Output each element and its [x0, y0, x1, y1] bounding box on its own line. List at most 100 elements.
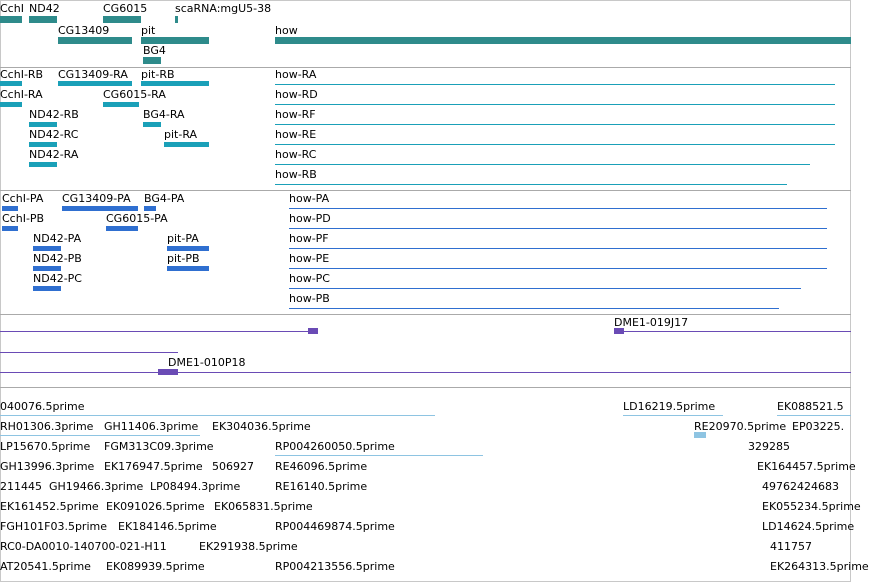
est-label[interactable]: GH11406.3prime — [104, 420, 199, 433]
est-label[interactable]: EK264313.5prime — [770, 560, 869, 573]
transcript-label[interactable]: CchI-RB — [0, 68, 44, 81]
est-label[interactable]: LD14624.5prime — [762, 520, 855, 533]
est-label[interactable]: RP004260050.5prime — [275, 440, 395, 453]
clone-label[interactable]: DME1-010P18 — [168, 356, 246, 369]
transcript-label[interactable]: ND42-RC — [29, 128, 79, 141]
est-feature[interactable] — [275, 455, 483, 456]
gene-feature[interactable] — [143, 57, 161, 64]
est-label[interactable]: RE20970.5prime — [694, 420, 787, 433]
protein-label[interactable]: CchI-PB — [2, 212, 45, 225]
protein-feature[interactable] — [62, 206, 138, 211]
est-label[interactable]: EP03225. — [792, 420, 845, 433]
transcript-feature[interactable] — [275, 144, 835, 145]
clone-feature[interactable] — [614, 328, 624, 334]
est-label[interactable]: EK304036.5prime — [212, 420, 311, 433]
est-label[interactable]: RC0-DA0010-140700-021-H11 — [0, 540, 167, 553]
transcript-feature[interactable] — [29, 162, 57, 167]
est-label[interactable]: LP08494.3prime — [150, 480, 241, 493]
est-label[interactable]: 411757 — [770, 540, 812, 553]
est-label[interactable]: LD16219.5prime — [623, 400, 716, 413]
est-label[interactable]: EK088521.5 — [777, 400, 844, 413]
est-label[interactable]: LP15670.5prime — [0, 440, 91, 453]
transcript-label[interactable]: CG6015-RA — [103, 88, 166, 101]
protein-label[interactable]: how-PD — [289, 212, 331, 225]
gene-feature[interactable] — [103, 16, 141, 23]
transcript-label[interactable]: how-RB — [275, 168, 317, 181]
est-label[interactable]: EK184146.5prime — [118, 520, 217, 533]
protein-label[interactable]: how-PF — [289, 232, 329, 245]
gene-feature[interactable] — [58, 37, 132, 44]
est-label[interactable]: EK291938.5prime — [199, 540, 298, 553]
protein-feature[interactable] — [144, 206, 156, 211]
transcript-label[interactable]: how-RC — [275, 148, 317, 161]
gene-label[interactable]: pit — [141, 24, 156, 37]
gene-label[interactable]: CG13409 — [58, 24, 110, 37]
est-feature[interactable] — [777, 415, 851, 416]
transcript-label[interactable]: pit-RA — [164, 128, 198, 141]
transcript-feature[interactable] — [58, 81, 132, 86]
protein-label[interactable]: CG6015-PA — [106, 212, 168, 225]
gene-label[interactable]: CchI — [0, 2, 24, 15]
protein-feature[interactable] — [289, 308, 779, 309]
protein-feature[interactable] — [33, 286, 61, 291]
transcript-label[interactable]: ND42-RB — [29, 108, 79, 121]
est-label[interactable]: 211445 — [0, 480, 42, 493]
est-label[interactable]: RE16140.5prime — [275, 480, 368, 493]
transcript-feature[interactable] — [275, 184, 787, 185]
protein-feature[interactable] — [289, 208, 827, 209]
transcript-label[interactable]: how-RD — [275, 88, 318, 101]
est-label[interactable]: EK055234.5prime — [762, 500, 861, 513]
clone-feature[interactable] — [0, 352, 178, 353]
est-label[interactable]: EK176947.5prime — [104, 460, 203, 473]
est-feature[interactable] — [0, 415, 435, 416]
gene-label[interactable]: scaRNA:mgU5-38 — [175, 2, 272, 15]
est-label[interactable]: AT20541.5prime — [0, 560, 91, 573]
gene-feature[interactable] — [141, 37, 209, 44]
transcript-feature[interactable] — [275, 104, 835, 105]
est-feature[interactable] — [623, 415, 723, 416]
protein-label[interactable]: pit-PB — [167, 252, 200, 265]
transcript-label[interactable]: CchI-RA — [0, 88, 43, 101]
est-label[interactable]: EK065831.5prime — [214, 500, 313, 513]
protein-feature[interactable] — [289, 268, 827, 269]
clone-feature[interactable] — [0, 372, 851, 373]
gene-feature[interactable] — [175, 16, 178, 23]
transcript-feature[interactable] — [275, 164, 810, 165]
gene-feature[interactable] — [29, 16, 57, 23]
protein-feature[interactable] — [106, 226, 138, 231]
protein-feature[interactable] — [289, 228, 827, 229]
protein-feature[interactable] — [289, 288, 801, 289]
clone-feature[interactable] — [0, 331, 318, 332]
protein-feature[interactable] — [2, 206, 18, 211]
protein-label[interactable]: CG13409-PA — [62, 192, 131, 205]
transcript-feature[interactable] — [141, 81, 209, 86]
protein-label[interactable]: ND42-PA — [33, 232, 82, 245]
est-label[interactable]: 49762424683 — [762, 480, 839, 493]
est-label[interactable]: 506927 — [212, 460, 254, 473]
est-label[interactable]: EK164457.5prime — [757, 460, 856, 473]
gene-label[interactable]: ND42 — [29, 2, 60, 15]
transcript-label[interactable]: how-RA — [275, 68, 317, 81]
transcript-feature[interactable] — [29, 142, 57, 147]
est-label[interactable]: GH13996.3prime — [0, 460, 95, 473]
transcript-label[interactable]: BG4-RA — [143, 108, 185, 121]
transcript-feature[interactable] — [164, 142, 209, 147]
protein-label[interactable]: how-PC — [289, 272, 330, 285]
gene-label[interactable]: BG4 — [143, 44, 166, 57]
est-label[interactable]: EK091026.5prime — [106, 500, 205, 513]
est-feature[interactable] — [0, 435, 200, 436]
transcript-feature[interactable] — [275, 124, 835, 125]
est-label[interactable]: FGM313C09.3prime — [104, 440, 214, 453]
protein-label[interactable]: ND42-PC — [33, 272, 82, 285]
clone-feature[interactable] — [158, 369, 178, 375]
protein-feature[interactable] — [167, 246, 209, 251]
transcript-label[interactable]: pit-RB — [141, 68, 175, 81]
est-label[interactable]: 040076.5prime — [0, 400, 85, 413]
gene-label[interactable]: how — [275, 24, 298, 37]
transcript-label[interactable]: how-RE — [275, 128, 317, 141]
protein-label[interactable]: how-PA — [289, 192, 330, 205]
est-label[interactable]: FGH101F03.5prime — [0, 520, 107, 533]
clone-label[interactable]: DME1-019J17 — [614, 316, 689, 329]
est-feature[interactable] — [694, 432, 706, 438]
transcript-feature[interactable] — [0, 102, 22, 107]
